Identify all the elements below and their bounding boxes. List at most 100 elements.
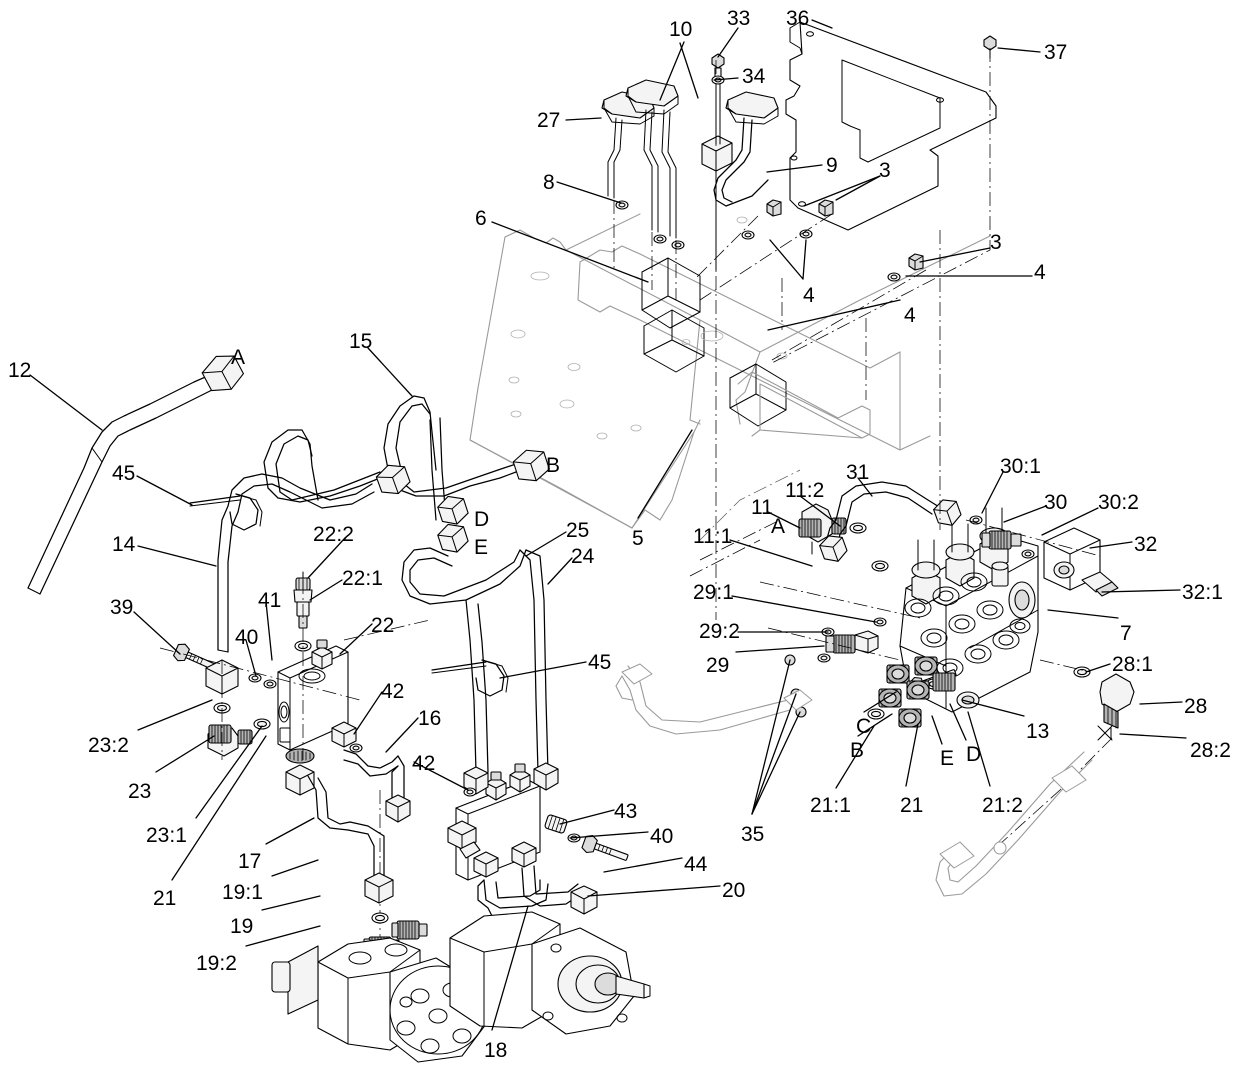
leader-34 (713, 77, 739, 81)
leader-11-2 (799, 495, 841, 527)
leader-23 (155, 735, 215, 773)
leader-40 (245, 639, 257, 677)
leader-22-2 (307, 537, 346, 579)
washer-4c (887, 272, 901, 282)
callout-42: 42 (381, 680, 405, 703)
leader-42 (353, 691, 383, 735)
callout-29-2: 29:2 (699, 620, 740, 643)
callout-45: 45 (588, 651, 612, 674)
cover-plate-36 (785, 21, 997, 231)
leader-41 (265, 601, 273, 661)
callout-A: A (231, 346, 246, 369)
elbow-28 (1099, 673, 1135, 739)
callout-12: 12 (8, 359, 32, 382)
callout-40: 40 (650, 825, 674, 848)
callout-18: 18 (484, 1039, 508, 1062)
leader-22-1 (309, 579, 343, 601)
leader-32-1 (1101, 589, 1181, 593)
callout-23: 23 (128, 780, 152, 803)
callout-23-2: 23:2 (88, 734, 129, 757)
callout-32: 32 (1134, 533, 1158, 556)
callout-28: 28 (1184, 695, 1208, 718)
leader-B (857, 713, 893, 737)
frame-plate-outline (469, 213, 991, 529)
leader-23-1 (195, 725, 263, 819)
callout-9: 9 (826, 154, 838, 177)
control-levers-10 (601, 79, 779, 271)
leader-45 (499, 661, 587, 679)
leader-24 (547, 557, 573, 585)
oring-29b (817, 653, 831, 663)
oring-23-1 (253, 718, 271, 730)
hose-28-2 (935, 751, 1093, 897)
callout-C: C (856, 715, 872, 738)
callout-20: 20 (722, 879, 746, 902)
fitting-D (437, 495, 469, 525)
leader-28-1 (1085, 663, 1111, 673)
callout-21-2: 21:2 (982, 794, 1023, 817)
coupler-cluster-21 (867, 656, 956, 728)
callout-4: 4 (904, 304, 916, 327)
leader-11 (767, 511, 801, 529)
leader-C (863, 691, 897, 713)
hose-12 (27, 355, 244, 595)
leader-37 (997, 47, 1041, 53)
leader-39 (133, 611, 181, 655)
nut-3b (818, 199, 834, 217)
callout-28-2: 28:2 (1190, 739, 1231, 762)
callout-11: 11 (751, 496, 773, 519)
callout-B: B (546, 454, 561, 477)
oring-30-2 (1021, 549, 1035, 559)
manifold-block-right (447, 762, 631, 881)
washer-8b (653, 234, 667, 244)
callout-19: 19 (230, 915, 254, 938)
callout-16: 16 (418, 707, 442, 730)
elbow-11 (798, 503, 847, 555)
callout-19-2: 19:2 (196, 952, 237, 975)
washer-42a (349, 743, 363, 753)
callout-23-1: 23:1 (146, 824, 187, 847)
leader-19-1 (271, 859, 319, 877)
leader-43 (559, 809, 615, 825)
washer-40a (248, 673, 262, 683)
leader-7 (1047, 609, 1119, 619)
callout-43: 43 (614, 800, 638, 823)
leader-19-2 (245, 925, 321, 947)
callout-17: 17 (238, 850, 262, 873)
leader-33 (717, 27, 739, 58)
manifold-block-22 (277, 571, 357, 796)
callout-10: 10 (669, 18, 693, 41)
washer-41 (263, 679, 277, 689)
callout-11-1: 11:1 (693, 525, 733, 548)
leader-35 (751, 659, 791, 815)
hose-14 (189, 473, 375, 653)
callout-44: 44 (684, 853, 708, 876)
hose-long-grey (615, 663, 813, 735)
nut-3c (908, 253, 924, 271)
callout-21: 21 (153, 887, 177, 910)
hose-16-17 (307, 743, 411, 904)
callout-3: 3 (990, 231, 1002, 254)
leader-31 (857, 477, 873, 497)
leader-35 (751, 693, 797, 815)
leader-20 (587, 885, 721, 897)
callout-A: A (771, 515, 786, 538)
leader-3 (803, 175, 881, 207)
callout-40: 40 (235, 626, 259, 649)
hose-31 (819, 481, 962, 562)
leader-40 (569, 831, 649, 839)
leader-11-1 (729, 539, 813, 567)
callout-35: 35 (741, 823, 765, 846)
leader-42 (413, 761, 469, 791)
leader-E (931, 715, 943, 745)
leader-lines (29, 19, 1187, 1031)
callout-45: 45 (112, 462, 136, 485)
leader-4 (769, 239, 804, 280)
fitting-E (437, 523, 469, 553)
callout-41: 41 (258, 589, 282, 612)
callout-E: E (940, 747, 955, 770)
leader-32 (1089, 541, 1133, 549)
callout-30: 30 (1044, 491, 1068, 514)
leader-8 (556, 181, 622, 204)
